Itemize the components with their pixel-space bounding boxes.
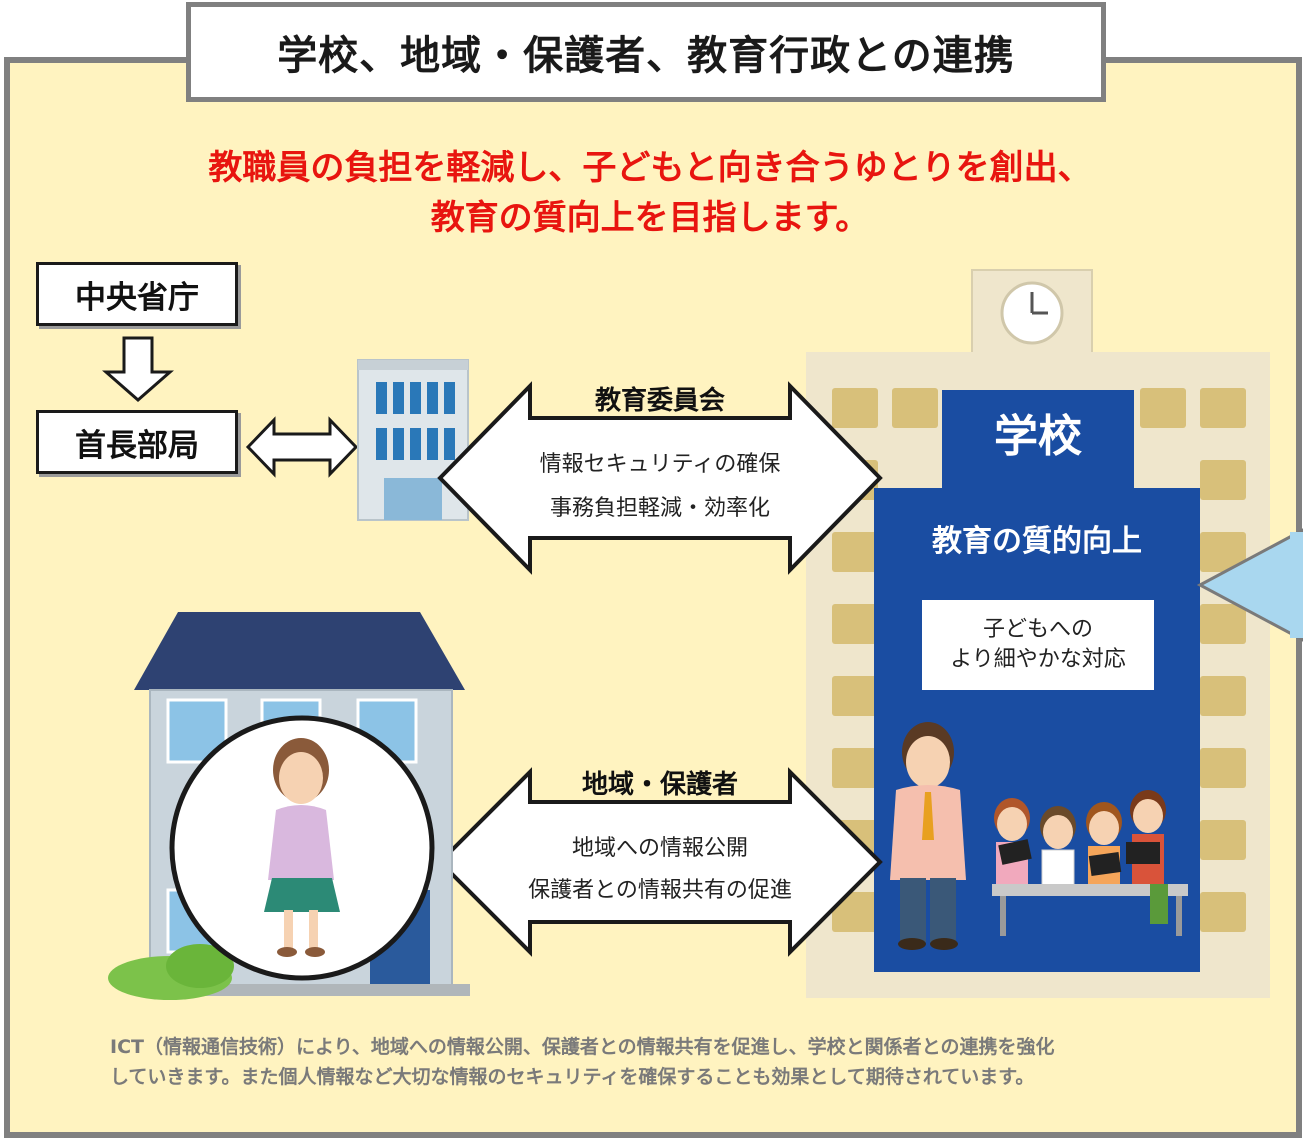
community-line-2: 保護者との情報共有の促進: [528, 878, 792, 903]
speech-callout: [1196, 528, 1303, 642]
teacher-figure: [890, 722, 966, 950]
board-double-arrow: [437, 381, 883, 575]
community-double-arrow: [437, 767, 883, 957]
care-line-1: 子どもへの: [982, 617, 1093, 642]
community-line-1: 地域への情報公開: [571, 836, 748, 861]
school-subtitle: 教育の質的向上: [932, 524, 1142, 559]
footnote-line-2: していきます。また個人情報など大切な情報のセキュリティを確保することも効果として…: [110, 1066, 1035, 1088]
footnote-line-1: ICT（情報通信技術）により、地域への情報公開、保護者との情報共有を促進し、学校…: [110, 1036, 1055, 1058]
parent-figure: [169, 715, 435, 981]
local-government-box: 首長部局: [36, 410, 238, 474]
title-box: 学校、地域・保護者、教育行政との連携: [186, 2, 1106, 102]
board-label: 教育委員会: [594, 386, 725, 416]
board-line-2: 事務負担軽減・効率化: [549, 496, 770, 521]
care-box: 子どもへの より細やかな対応: [922, 600, 1154, 690]
board-line-1: 情報セキュリティの確保: [539, 452, 781, 477]
double-arrow-icon: [245, 416, 359, 478]
page-title: 学校、地域・保護者、教育行政との連携: [277, 33, 1015, 79]
students-group: [992, 790, 1188, 936]
office-building-icon: [357, 359, 469, 521]
school-building: [806, 269, 1270, 998]
down-arrow-icon: [102, 336, 174, 402]
school-title: 学校: [994, 411, 1082, 462]
care-line-2: より細やかな対応: [950, 647, 1126, 672]
central-ministry-box: 中央省庁: [36, 262, 238, 326]
headline-line-2: 教育の質向上を目指します。: [430, 198, 870, 238]
community-label: 地域・保護者: [581, 770, 738, 800]
headline-line-1: 教職員の負担を軽減し、子どもと向き合うゆとりを創出、: [208, 148, 1092, 188]
